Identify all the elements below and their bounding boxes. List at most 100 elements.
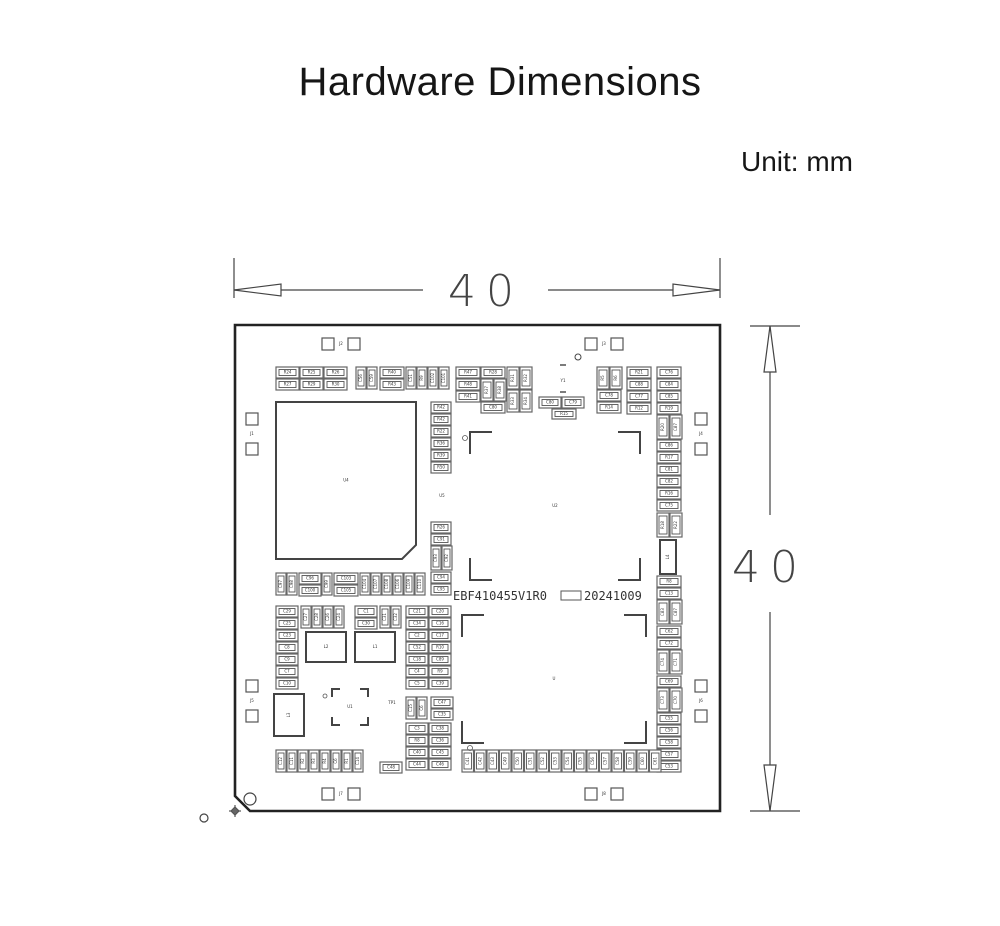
component-ref: C30 (362, 621, 370, 626)
component-ref: C60 (640, 757, 645, 765)
component-ref: R18 (660, 521, 665, 529)
component-ref: C41 (465, 757, 470, 765)
component-ref: R22 (437, 429, 445, 434)
component-ref: C49 (502, 757, 507, 765)
component-ref: C20 (436, 609, 444, 614)
inductor-l3: L3 (273, 693, 305, 737)
component-ref: C82 (665, 479, 673, 484)
component-ref: C59 (369, 374, 374, 382)
component-ref: R36 (437, 441, 445, 446)
chip-u4: U4 (275, 401, 417, 560)
width-dimension-value: 40 (448, 266, 524, 317)
component-ref: C29 (283, 609, 291, 614)
component-ref: C85 (665, 394, 673, 399)
component-ref: C6 (419, 705, 424, 711)
component-ref: C53 (665, 764, 673, 769)
component-ref: C87 (673, 423, 678, 431)
component-ref: C31 (382, 613, 387, 621)
component-ref: C25 (283, 621, 291, 626)
jumper-j4: J4 (694, 412, 708, 456)
component-ref: R42 (437, 417, 445, 422)
component-ref: C3 (414, 726, 420, 731)
passive-group-top-r28: R28 (480, 366, 506, 379)
component-ref: R38 (497, 386, 502, 394)
component-ref: C76 (665, 370, 673, 375)
component-ref: C72 (665, 641, 673, 646)
component-ref: C71 (673, 658, 678, 666)
component-ref: R32 (523, 374, 528, 382)
component-ref: C48 (387, 765, 395, 770)
component-ref: C58 (665, 740, 673, 745)
jumper-j2: J2 (321, 337, 361, 351)
height-dimension (750, 325, 800, 812)
component-ref: R30 (332, 382, 340, 387)
component-ref: R21 (635, 370, 643, 375)
component-ref: R15 (560, 411, 568, 416)
passive-group-right-column-h: C74 C71 (656, 649, 683, 675)
component-ref: C56 (590, 757, 595, 765)
component-ref: R50 (437, 465, 445, 470)
component-ref: U4 (343, 478, 349, 483)
passive-group-bottom-c48: C48 (379, 761, 403, 774)
passive-group-top-r37: R37 R38 (480, 378, 507, 402)
passive-group-top-c80: C80 (480, 401, 506, 414)
component-ref: R2 (300, 758, 305, 764)
component-ref: C75 (665, 503, 673, 508)
component-ref: C62 (665, 629, 673, 634)
component-ref: C74 (660, 658, 665, 666)
component-ref: C69 (665, 679, 673, 684)
component-ref: C14 (355, 757, 360, 765)
origin-marker-icon (229, 805, 241, 817)
component-ref: C18 (413, 657, 421, 662)
page-title: Hardware Dimensions (298, 60, 702, 104)
y1-label: Y1 (560, 378, 566, 383)
component-ref: R29 (308, 382, 316, 387)
u5-label: U5 (439, 493, 445, 498)
board-date-code: 20241009 (584, 589, 642, 603)
component-ref: C21 (413, 609, 421, 614)
component-ref: C109 (406, 578, 411, 589)
inductor-l4: L4 (659, 539, 677, 575)
component-ref: C55 (577, 757, 582, 765)
component-ref: C46 (436, 762, 444, 767)
component-ref: C42 (477, 757, 482, 765)
component-ref: R37 (484, 386, 489, 394)
inductor-l1: L1 (354, 631, 396, 663)
component-ref: C7 (284, 669, 290, 674)
component-ref: C34 (413, 621, 421, 626)
component-ref: R9 (437, 669, 443, 674)
component-ref: C78 (605, 393, 613, 398)
component-ref: C70 (673, 696, 678, 704)
component-ref: C12 (278, 757, 283, 765)
jumper-j5: J5 (245, 679, 259, 723)
component-ref: R10 (436, 645, 444, 650)
component-ref: C77 (635, 394, 643, 399)
component-ref: C92 (444, 554, 449, 562)
component-ref: C61 (652, 757, 657, 765)
component-ref: C47 (438, 700, 446, 705)
component-ref: R22 (673, 521, 678, 529)
component-ref: C4 (414, 669, 420, 674)
component-ref: R24 (284, 370, 292, 375)
component-ref: C58 (615, 757, 620, 765)
component-ref: C35 (438, 712, 446, 717)
component-ref: C80 (489, 405, 497, 410)
tp1-label: TP1 (387, 700, 396, 705)
component-ref: C83 (660, 608, 665, 616)
component-ref: R27 (284, 382, 292, 387)
